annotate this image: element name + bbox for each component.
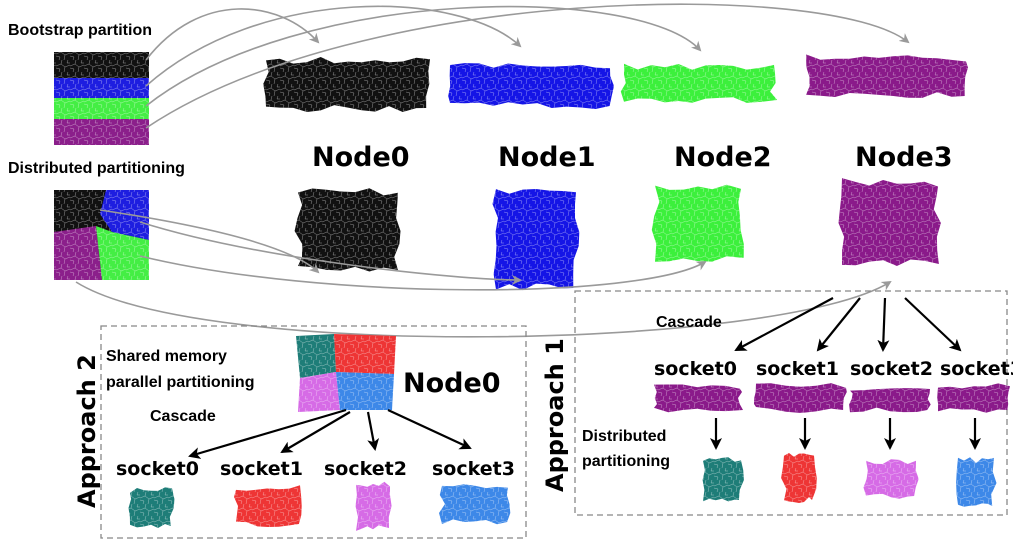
node-label-2: Node2 bbox=[674, 142, 772, 173]
bootstrap-strip-node3 bbox=[806, 54, 968, 98]
approach2-label: Approach 2 bbox=[73, 354, 101, 508]
approach1-down-arrows bbox=[710, 418, 981, 450]
approach1-socket-part-3 bbox=[956, 457, 997, 507]
approach2-node0-partition bbox=[296, 334, 396, 412]
approach1-socket-part-0 bbox=[702, 457, 744, 502]
approach1-socket-part-1 bbox=[781, 453, 817, 503]
approach1-socket-label-3: socket3 bbox=[940, 358, 1013, 380]
approach2-box bbox=[100, 325, 527, 539]
distributed-part-node3 bbox=[838, 178, 941, 266]
approach1-socket-label-1: socket1 bbox=[756, 358, 839, 380]
distributed-arrows bbox=[75, 209, 892, 338]
approach1-distributed-label-line2: partitioning bbox=[582, 453, 670, 470]
node-label-0: Node0 bbox=[312, 142, 410, 173]
approach1-label: Approach 1 bbox=[541, 338, 569, 492]
distributed-partition-square bbox=[54, 190, 149, 280]
distributed-partitioning-label: Distributed partitioning bbox=[8, 160, 185, 177]
approach2-socket-part-0 bbox=[128, 487, 175, 528]
node-label-3: Node3 bbox=[855, 142, 953, 173]
bootstrap-strip-node0 bbox=[263, 57, 430, 112]
approach2-node0-label: Node0 bbox=[403, 368, 501, 399]
distributed-part-node0 bbox=[294, 188, 401, 272]
approach2-socket-label-0: socket0 bbox=[116, 458, 199, 480]
approach1-socket-part-2 bbox=[863, 459, 919, 499]
approach2-socket-part-3 bbox=[439, 484, 511, 525]
approach1-cascade-label: Cascade bbox=[656, 314, 722, 331]
bootstrap-partition-square bbox=[54, 52, 149, 145]
approach2-cascade-label: Cascade bbox=[150, 408, 216, 425]
approach1-socket-strip-2 bbox=[849, 388, 931, 413]
approach1-socket-strip-1 bbox=[754, 383, 847, 413]
bootstrap-strip-node2 bbox=[620, 63, 778, 103]
bootstrap-arrows bbox=[145, 3, 910, 129]
approach2-socket-part-2 bbox=[355, 481, 392, 531]
bootstrap-partition-label: Bootstrap partition bbox=[8, 22, 152, 39]
distributed-part-node2 bbox=[651, 184, 744, 262]
distributed-part-node1 bbox=[492, 189, 580, 291]
shared-memory-label-line1: Shared memory bbox=[106, 348, 227, 365]
approach2-cascade-arrows bbox=[188, 408, 472, 459]
approach1-socket-strip-0 bbox=[654, 384, 743, 413]
approach2-socket-label-3: socket3 bbox=[432, 458, 515, 480]
shared-memory-label-line2: parallel partitioning bbox=[106, 374, 254, 391]
approach1-socket-strip-3 bbox=[937, 383, 1010, 413]
bootstrap-strip-node1 bbox=[448, 63, 614, 109]
approach2-socket-label-1: socket1 bbox=[220, 458, 303, 480]
approach1-cascade-arrows bbox=[734, 297, 962, 352]
approach1-distributed-label-line1: Distributed bbox=[582, 428, 666, 445]
approach1-socket-label-0: socket0 bbox=[654, 358, 737, 380]
approach2-socket-label-2: socket2 bbox=[324, 458, 407, 480]
approach2-socket-part-1 bbox=[234, 485, 302, 527]
node-label-1: Node1 bbox=[498, 142, 596, 173]
approach1-socket-label-2: socket2 bbox=[850, 358, 933, 380]
